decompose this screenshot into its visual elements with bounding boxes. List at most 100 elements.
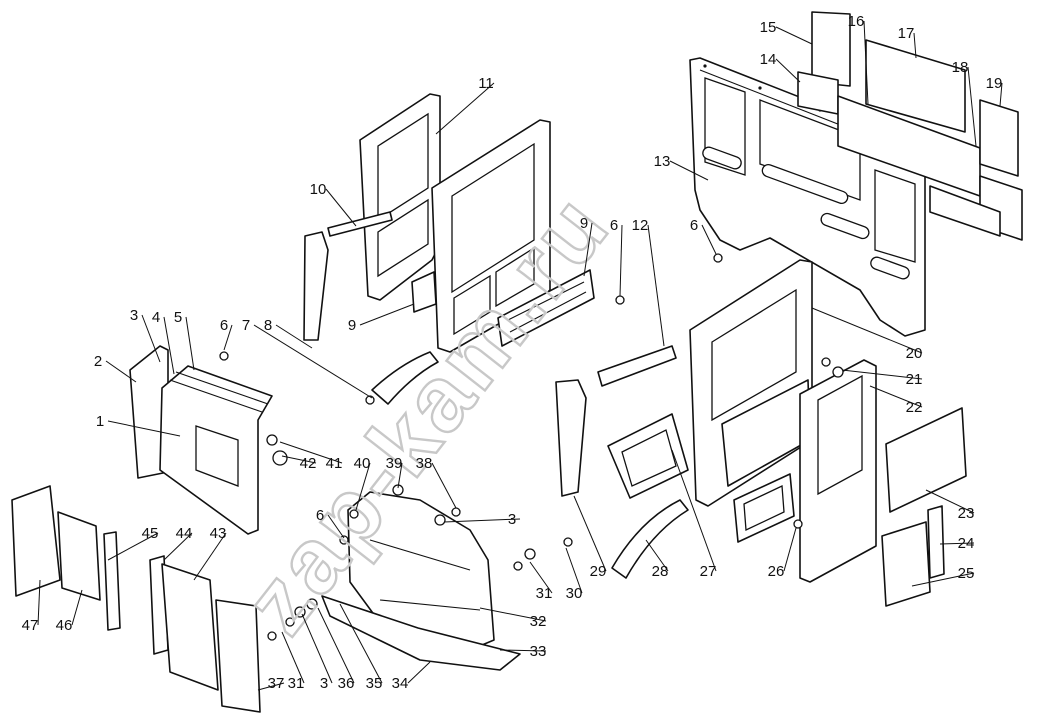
callout-6b: 6 [610,217,618,234]
leader-line-40 [355,462,371,511]
leader-line-27 [671,449,717,572]
callout-35: 35 [366,675,383,692]
leader-line-41 [279,441,343,464]
callout-46: 46 [56,617,73,634]
callout-23: 23 [958,505,975,522]
leader-line-42 [281,455,317,464]
floor-panel-46 [57,511,101,601]
leader-line-12 [647,224,665,347]
callout-44: 44 [176,525,193,542]
handle-9-left [411,271,437,313]
callout-31b: 31 [288,675,305,692]
leader-line-19 [999,82,1003,107]
leader-line-32 [479,607,547,622]
leader-line-23 [925,489,975,514]
callout-6a: 6 [220,317,228,334]
callout-28: 28 [652,563,669,580]
arch-strip-28 [611,499,689,579]
floor-panel-43 [161,563,219,691]
callout-32: 32 [530,613,547,630]
callout-4: 4 [152,309,160,326]
callout-31a: 31 [536,585,553,602]
callout-13: 13 [654,153,671,170]
handle-9-right [497,269,595,347]
leader-line-29 [573,495,607,572]
callout-34: 34 [392,675,409,692]
side-frame-20 [689,259,813,507]
callout-36: 36 [338,675,355,692]
leader-line-37 [257,682,285,691]
wheel-arch-27 [607,413,689,499]
door-frame-right [431,119,551,353]
floor-panel-45 [103,531,121,631]
floor-panel-47 [11,485,61,597]
leader-line-3a [141,314,161,363]
callout-6c: 6 [690,217,698,234]
leader-line-21 [841,369,923,380]
wheel-arch-27b [733,473,795,543]
callout-45: 45 [142,525,159,542]
callout-16: 16 [848,13,865,30]
leader-line-5 [185,316,195,371]
leader-line-8 [275,324,313,349]
leader-line-35 [339,603,383,684]
callout-40: 40 [354,455,371,472]
panel-12 [597,345,677,387]
leader-line-17 [913,32,917,59]
leader-line-24 [939,542,975,545]
callout-3b: 3 [508,511,516,528]
leader-line-47 [37,579,41,626]
floor-panel-37 [215,599,261,713]
leader-line-7 [253,324,373,399]
callout-9b: 9 [580,215,588,232]
leader-line-3c [301,613,333,684]
leader-line-30 [565,547,583,594]
leader-line-6a [223,324,233,351]
leader-line-31a [529,561,553,594]
callout-43: 43 [210,525,227,542]
callout-2: 2 [94,353,102,370]
panel-23 [885,407,967,513]
leader-line-22 [869,385,923,408]
leader-line-16 [863,20,869,105]
leader-line-10 [325,188,357,227]
leader-line-31b [281,631,305,684]
leader-line-13 [669,160,709,181]
callout-39: 39 [386,455,403,472]
callout-20: 20 [906,345,923,362]
leader-line-1 [107,420,181,437]
plate-33 [321,595,521,671]
leader-line-43 [193,532,227,581]
leader-line-26 [783,527,797,572]
leader-line-6d [327,514,345,539]
footwell-32 [347,491,495,651]
callout-11: 11 [478,75,494,92]
callout-7: 7 [242,317,250,334]
callout-17: 17 [898,25,915,42]
leader-line-6c [701,224,717,255]
callout-29: 29 [590,563,607,580]
front-panel-1 [129,345,273,535]
leader-line-25 [911,572,975,587]
leader-line-15 [775,26,813,45]
arch-strip-7 [371,351,439,405]
callout-18: 18 [952,59,969,76]
rear-wall-panel [689,57,961,337]
callout-30: 30 [566,585,583,602]
leader-line-44 [163,532,193,561]
door-frame-left [359,93,441,301]
side-frame-20b [799,359,877,583]
leader-line-33 [499,649,547,652]
leader-line-9b [583,222,593,277]
leader-line-20 [811,307,923,354]
callout-6d: 6 [316,507,324,524]
callout-9a: 9 [348,317,356,334]
callout-3c: 3 [320,675,328,692]
panel-24 [927,505,945,579]
leader-line-2 [105,360,137,383]
leader-line-9a [359,303,415,326]
leader-line-46 [71,589,83,626]
leader-line-28 [645,539,669,572]
